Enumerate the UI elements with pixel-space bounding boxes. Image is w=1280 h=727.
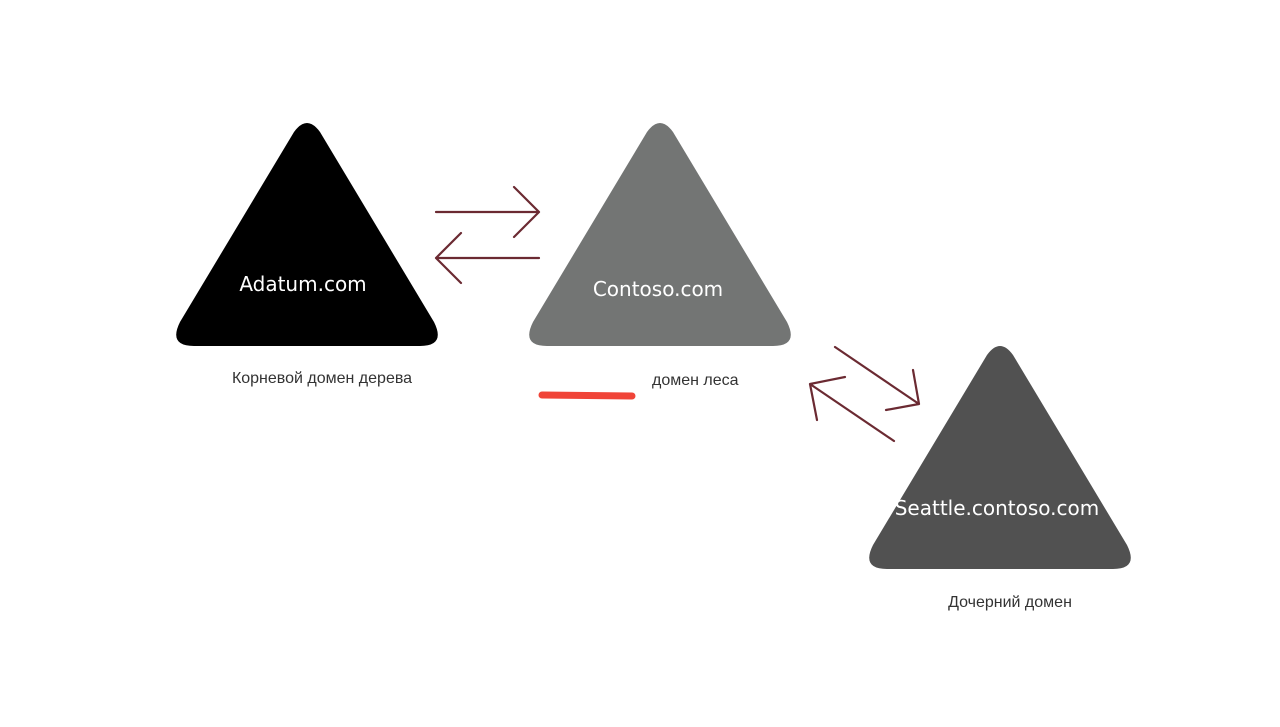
arrow-left-icon	[434, 231, 541, 285]
domain-name-seattle: Seattle.contoso.com	[895, 496, 1100, 520]
trust-arrows-adatum-contoso	[434, 185, 541, 285]
domain-adatum: Adatum.com	[176, 123, 438, 346]
trust-arrows-contoso-seattle	[808, 345, 921, 443]
caption-seattle: Дочерний домен	[948, 594, 1072, 611]
domain-name-adatum: Adatum.com	[239, 272, 366, 296]
domain-name-contoso: Contoso.com	[593, 277, 723, 301]
triangle-shape-seattle	[869, 346, 1131, 569]
arrow-right-icon	[434, 185, 541, 239]
triangle-shape-adatum	[176, 123, 438, 346]
caption-adatum: Корневой домен дерева	[232, 370, 412, 387]
arrow-up-left-icon	[808, 375, 896, 443]
redaction-marker	[538, 391, 636, 400]
domain-seattle: Seattle.contoso.com	[869, 346, 1131, 569]
arrow-down-right-icon	[833, 345, 921, 412]
domain-contoso: Contoso.com	[529, 123, 791, 346]
triangle-shape-contoso	[529, 123, 791, 346]
caption-contoso: домен леса	[652, 372, 739, 389]
